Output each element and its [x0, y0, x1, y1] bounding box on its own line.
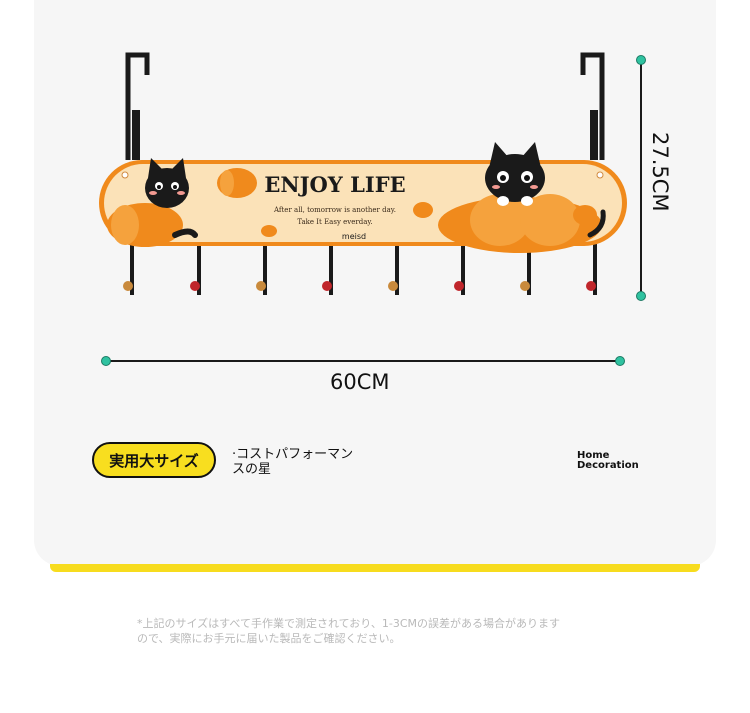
- height-dimension-line: [636, 55, 646, 301]
- cat-right-icon: [485, 142, 606, 238]
- home-line-1: Home: [577, 450, 610, 461]
- size-badge: 実用大サイズ: [92, 442, 216, 478]
- hook-ball: [256, 281, 266, 291]
- width-label: 60CM: [330, 370, 390, 394]
- hook-ball: [322, 281, 332, 291]
- home-line-2: Decoration: [577, 460, 639, 471]
- hook-ball: [190, 281, 200, 291]
- home-decoration-label: Home Decoration: [577, 451, 639, 471]
- left-door-hook: [125, 52, 150, 160]
- hook-ball: [454, 281, 464, 291]
- hook-ball: [388, 281, 398, 291]
- door-hanger-image: ENJOY LIFE After all, tomorrow is anothe…: [99, 52, 627, 295]
- note-line-2: ので、実際にお手元に届いた製品をご確認ください。: [137, 632, 401, 645]
- cat-left-icon: [145, 158, 198, 238]
- height-label: 27.5CM: [648, 132, 672, 212]
- hook-ball: [123, 281, 133, 291]
- banner-title: ENJOY LIFE: [264, 172, 405, 197]
- banner-tagline-1: After all, tomorrow is another day.: [273, 206, 396, 214]
- hook-ball: [520, 281, 530, 291]
- right-door-hook: [580, 52, 605, 160]
- note-line-1: *上記のサイズはすべて手作業で測定されており、1-3CMの誤差がある場合がありま…: [137, 617, 560, 630]
- performance-text: ·コストパフォーマン スの星: [232, 447, 372, 477]
- pumpkin-right: [438, 194, 602, 253]
- brand-logo: meisd: [342, 232, 366, 241]
- pumpkin-left: [107, 168, 257, 247]
- banner-tagline-2: Take It Easy everday.: [297, 218, 372, 226]
- performance-line-2: スの星: [232, 462, 272, 477]
- accent-bar: [50, 564, 700, 572]
- hook-ball: [586, 281, 596, 291]
- measurement-note: *上記のサイズはすべて手作業で測定されており、1-3CMの誤差がある場合がありま…: [137, 616, 617, 646]
- width-dimension-line: [101, 356, 625, 366]
- performance-line-1: ·コストパフォーマン: [232, 447, 354, 462]
